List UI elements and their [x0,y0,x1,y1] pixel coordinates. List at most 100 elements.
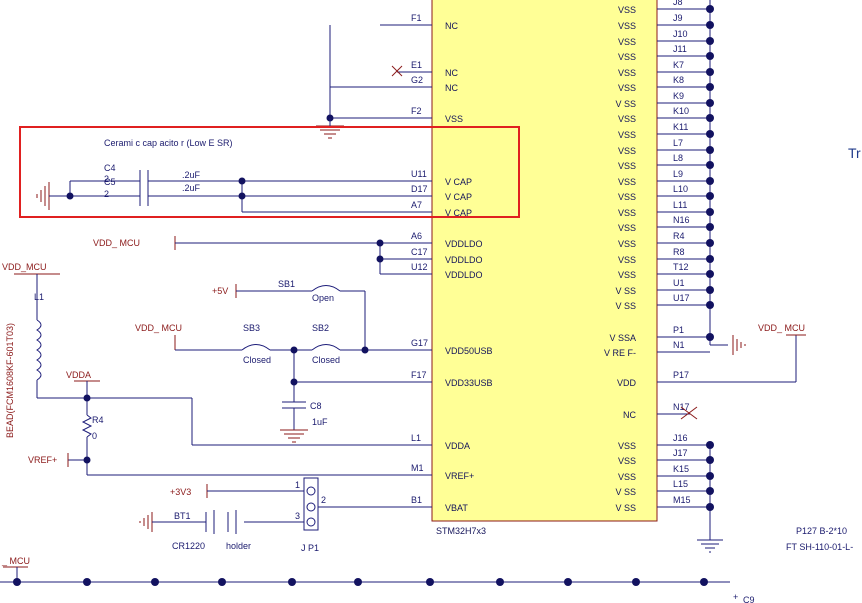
highlight-box [19,126,520,218]
sb1-ref: SB1 [278,279,295,289]
ceramic-cap-note: Cerami c cap acito r (Low E SR) [104,138,233,148]
right-pin-number: U1 [673,278,685,288]
right-pin-number: J11 [673,44,687,54]
sb2-ref: SB2 [312,323,329,333]
bead-part: BEAD(FCM1608KF-601T03) [5,323,15,438]
rail-junction [706,99,714,107]
c4-ref: C4 [104,163,116,173]
left-pin-label: VDDA [445,441,470,451]
left-pin-number: M1 [411,463,424,473]
sb3-ref: SB3 [243,323,260,333]
right-pin-label: VSS [618,255,636,265]
rail-junction [706,37,714,45]
vdda-label: VDDA [66,370,91,380]
jp1-pin3: 3 [295,511,300,521]
right-pin-number: J16 [673,433,688,443]
right-pin-number: L15 [673,479,688,489]
top-left-nets [326,25,380,122]
left-pin-number: F2 [411,106,422,116]
left-pin-number: G2 [411,75,423,85]
right-side-nets [657,334,806,553]
left-pin-label: NC [445,68,458,78]
bead-l1 [14,273,432,476]
right-pin-label: VSS [618,270,636,280]
rail-junction [706,286,714,294]
rail-junction [706,503,714,511]
bottom-rail-junctions [13,578,708,586]
rail-junction [706,456,714,464]
right-pin-number: K11 [673,122,688,132]
bottom-junction [496,578,504,586]
mcu-body [431,0,658,522]
connector-note-2: FT SH-110-01-L- [786,542,853,552]
junction [361,346,369,354]
rail-junction [706,161,714,169]
bottom-junction [218,578,226,586]
ground-symbol-vcap [36,182,57,210]
c8-ref: C8 [310,401,322,411]
left-pin-number: A7 [411,200,422,210]
vdd-mcu-sb3-label: VDD_ MCU [135,323,182,333]
rail-junction [706,83,714,91]
no-connect-e1-icon [391,65,403,77]
right-pin-label: V SS [615,99,636,109]
sb1-state: Open [312,293,334,303]
right-pin-number: J10 [673,29,688,39]
right-pin-label: V SS [615,487,636,497]
bottom-junction [151,578,159,586]
right-pin-number: K7 [673,60,684,70]
right-pin-number: P1 [673,325,684,335]
right-pin-label: V SS [615,286,636,296]
vdd-mcu-bottom-label: _ MCU [1,556,30,566]
left-pin-number: U12 [411,262,428,272]
right-pin-number: J8 [673,0,683,7]
connector-note-1: P127 B-2*10 [796,526,847,536]
left-pin-number: C17 [411,247,428,257]
right-pin-label: VSS [618,223,636,233]
right-pin-number: N16 [673,215,690,225]
rail-junction [706,239,714,247]
left-pin-number: L1 [411,433,421,443]
junction [290,378,298,386]
junction [376,239,384,247]
bead-ref: L1 [34,292,44,302]
right-rail-junctions [706,5,714,511]
left-pin-label: VDDLDO [445,255,483,265]
right-pin-number: J9 [673,13,683,23]
rail-junction [706,270,714,278]
right-pin-label: VSS [618,456,636,466]
right-pin-number: K15 [673,464,689,474]
jp1-pin1: 1 [295,480,300,490]
sb2-state: Closed [312,355,340,365]
junction [83,394,91,402]
rail-junction [706,333,714,341]
right-pin-number: M15 [673,495,691,505]
bottom-junction [83,578,91,586]
bottom-junction [13,578,21,586]
plus3v3-label: +3V3 [170,487,191,497]
bottom-junction [288,578,296,586]
right-pin-number: L10 [673,184,688,194]
usb-supply-nets [174,284,432,402]
left-pin-label: NC [445,21,458,31]
bottom-junction [564,578,572,586]
left-pin-number: G17 [411,338,428,348]
left-pin-number: D17 [411,184,428,194]
right-pin-label: VSS [618,114,636,124]
jumper-jp1 [303,477,319,531]
c5-value: .2uF [182,183,201,193]
vcap-capacitors [57,170,432,213]
left-pin-label: VDDLDO [445,239,483,249]
right-pin-label: VSS [618,52,636,62]
left-pin-label: VDD33USB [445,378,493,388]
left-pin-number: B1 [411,495,422,505]
right-pin-number: J17 [673,448,688,458]
battery-holder: holder [226,541,251,551]
right-pin-number: T12 [673,262,689,272]
vbat-section [139,484,432,534]
right-pin-label: VSS [618,130,636,140]
junction [66,192,74,200]
right-pin-label: NC [623,410,636,420]
left-pin-label: V CAP [445,208,472,218]
